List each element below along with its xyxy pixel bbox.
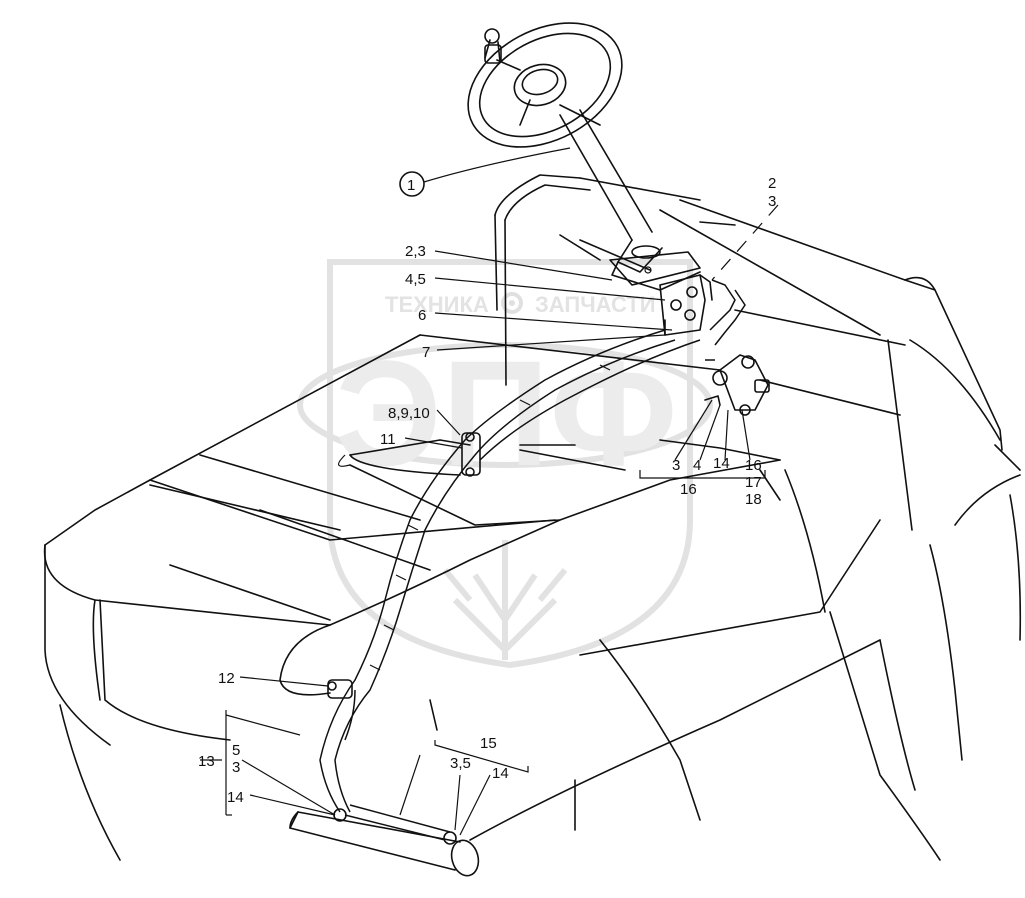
steering-column: [559, 109, 701, 291]
watermark-text-right: ЗАПЧАСТИ: [535, 292, 656, 317]
label-7: 7: [422, 344, 430, 361]
hydraulic-hoses: [319, 279, 746, 813]
label-2-3: 2,3: [405, 243, 426, 260]
tractor-body: [43, 334, 1022, 861]
label-12: 12: [218, 670, 235, 687]
label-group-14: 14: [713, 455, 730, 472]
label-18: 18: [745, 491, 762, 508]
wheat-icon: [442, 540, 568, 660]
dashboard: [494, 174, 1003, 531]
label-3-bottom: 3: [232, 759, 240, 776]
label-11: 11: [380, 431, 396, 448]
label-14-right: 14: [492, 765, 509, 782]
callout-1-label: 1: [407, 177, 415, 194]
label-3: 3: [768, 193, 776, 210]
label-group-4: 4: [693, 457, 701, 474]
steering-wheel: [467, 22, 623, 148]
label-15: 15: [480, 735, 497, 752]
hydraulic-pump: [659, 274, 713, 336]
label-4-5: 4,5: [405, 271, 426, 288]
floor-platform: [349, 334, 781, 476]
label-16: 16: [745, 457, 762, 474]
label-group-3: 3: [672, 457, 680, 474]
label-8-9-10: 8,9,10: [388, 405, 430, 422]
label-2: 2: [768, 175, 776, 192]
part-labels: 2 3 2,3 4,5 6 7 8,9,10 11 3 4 14 16 16 1…: [198, 175, 776, 806]
label-6: 6: [418, 307, 426, 324]
label-17: 17: [745, 474, 762, 491]
hose-clamp-upper: [461, 432, 481, 477]
leader-lines: [200, 147, 779, 836]
control-valve: [704, 354, 770, 416]
gear-icon: [501, 292, 523, 314]
label-14-left: 14: [227, 789, 244, 806]
label-group-16: 16: [680, 481, 697, 498]
hydraulic-cylinder: [289, 804, 480, 877]
callout-1: 1: [399, 171, 425, 197]
label-5: 5: [232, 742, 240, 759]
label-3-5: 3,5: [450, 755, 471, 772]
label-13: 13: [198, 753, 215, 770]
